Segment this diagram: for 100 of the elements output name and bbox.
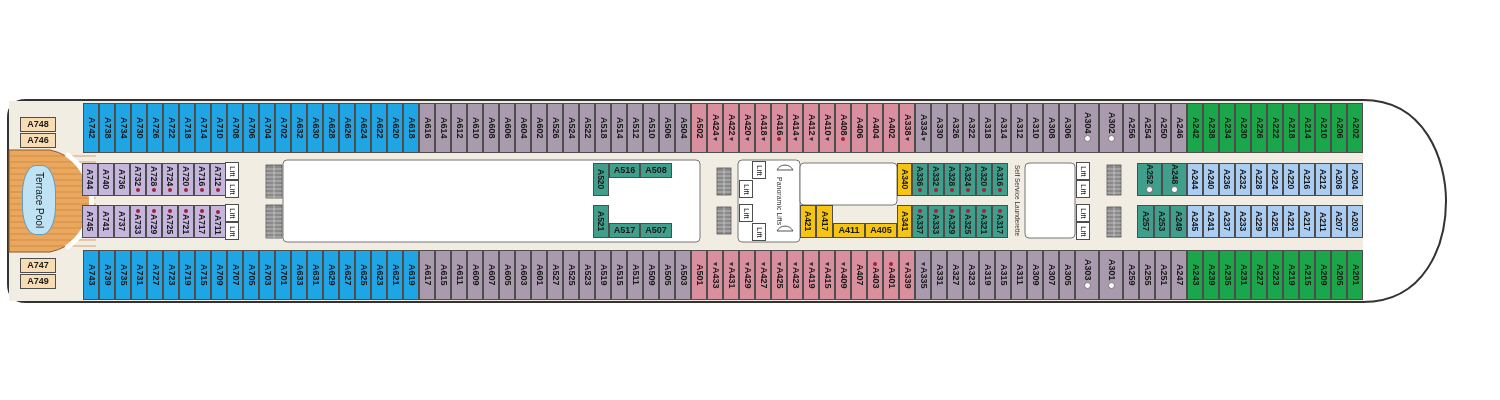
cabin-box xyxy=(819,103,835,153)
cabin-number: A502 xyxy=(694,117,704,139)
cabin-box xyxy=(403,103,419,153)
cabin-box xyxy=(1011,250,1027,300)
cabin-number: A310 xyxy=(1030,117,1040,139)
cabin-number: A236 xyxy=(1222,169,1232,190)
cabin-box xyxy=(98,205,114,238)
cabin-box xyxy=(1155,103,1171,153)
cabin-number: A217 xyxy=(1302,211,1312,232)
lift-label: Lift xyxy=(755,164,763,176)
cabin-box xyxy=(787,250,803,300)
cabin-box xyxy=(867,103,883,153)
cabin-number: A427 xyxy=(758,267,768,289)
cabin-number: A621 xyxy=(390,264,400,286)
cabin-number: A314 xyxy=(998,117,1008,139)
cabin-number: A501 xyxy=(694,264,704,286)
cabin-number: A730 xyxy=(134,117,144,139)
cabin-number: A721 xyxy=(181,214,191,235)
cabin-box xyxy=(1203,163,1219,196)
cabin-box xyxy=(833,223,865,238)
cabin-box xyxy=(819,250,835,300)
cabin-number: A323 xyxy=(966,264,976,286)
cabin-box xyxy=(1027,250,1043,300)
cabin-number: A417 xyxy=(820,211,829,232)
cabin-number: A221 xyxy=(1286,211,1296,232)
cabin-number: A701 xyxy=(278,264,288,286)
cabin-box xyxy=(451,103,467,153)
cabin-box xyxy=(675,250,691,300)
cabin-number: A629 xyxy=(326,264,336,286)
cabin-number: A729 xyxy=(149,214,159,235)
cabin-box xyxy=(867,250,883,300)
cabin-box xyxy=(83,250,99,300)
pool-label: Terrace Pool xyxy=(34,171,44,229)
cabin-number: A627 xyxy=(342,264,352,286)
cabin-box xyxy=(595,103,611,153)
cabin-number: A745 xyxy=(85,211,95,232)
cabin-number: A739 xyxy=(102,264,112,286)
cabin-box xyxy=(1235,163,1251,196)
cabin-box xyxy=(483,250,499,300)
cabin-number: A319 xyxy=(982,264,992,286)
cabin-box xyxy=(593,163,609,196)
cabin-box xyxy=(691,250,707,300)
cabin-number: A307 xyxy=(1046,264,1056,286)
cabin-number: A712 xyxy=(213,166,223,187)
cabin-box xyxy=(275,103,291,153)
cabin-number: A611 xyxy=(454,264,464,286)
cabin-box xyxy=(243,103,259,153)
cabin-box xyxy=(995,250,1011,300)
cabin-box xyxy=(739,250,755,300)
cabin-number: A320 xyxy=(979,166,989,187)
cabin-number: A305 xyxy=(1062,264,1072,286)
cabin-box xyxy=(643,250,659,300)
cabin-box xyxy=(20,274,56,289)
cabin-number: A749 xyxy=(27,277,49,286)
cabin-box xyxy=(627,250,643,300)
cabin-number: A423 xyxy=(790,267,800,289)
cabin-box xyxy=(755,103,771,153)
cabin-number: A209 xyxy=(1318,264,1328,286)
cabin-box xyxy=(755,250,771,300)
cabin-box xyxy=(1171,250,1187,300)
cabin-box xyxy=(835,250,851,300)
cabin-box xyxy=(1283,250,1299,300)
cabin-number: A403 xyxy=(870,267,880,289)
cabin-box xyxy=(912,163,928,196)
cabin-box xyxy=(531,103,547,153)
cabin-box xyxy=(611,103,627,153)
cabin-number: A202 xyxy=(1350,117,1360,139)
cabin-box xyxy=(387,250,403,300)
cabin-box xyxy=(947,103,963,153)
cabin-box xyxy=(371,250,387,300)
cabin-box xyxy=(1155,250,1171,300)
cabin-box xyxy=(611,250,627,300)
cabin-box xyxy=(640,223,672,238)
cabin-number: A316 xyxy=(995,166,1005,187)
cabin-box xyxy=(771,103,787,153)
cabin-number: A625 xyxy=(358,264,368,286)
cabin-number: A406 xyxy=(854,117,864,139)
cabin-number: A517 xyxy=(613,226,636,235)
cabin-box xyxy=(355,103,371,153)
cabin-number: A227 xyxy=(1254,264,1264,286)
cabin-number: A412 xyxy=(806,114,816,136)
cabin-number: A524 xyxy=(566,117,576,139)
cabin-box xyxy=(897,205,912,238)
cabin-number: A609 xyxy=(470,264,480,286)
cabin-number: A516 xyxy=(613,166,636,175)
cabin-box xyxy=(579,250,595,300)
cabin-number: A315 xyxy=(998,264,1008,286)
cabin-number: A728 xyxy=(149,166,159,187)
cabin-box xyxy=(1315,250,1331,300)
cabin-number: A731 xyxy=(134,264,144,286)
cabin-box xyxy=(1099,250,1123,300)
cabin-box xyxy=(20,133,56,148)
cabin-number: A518 xyxy=(598,117,608,139)
cabin-number: A608 xyxy=(486,117,496,139)
cabin-number: A219 xyxy=(1286,264,1296,286)
cabin-box xyxy=(130,205,146,238)
cabin-box xyxy=(307,103,323,153)
cabin-number: A719 xyxy=(182,264,192,286)
cabin-number: A732 xyxy=(133,166,143,187)
cabin-number: A707 xyxy=(230,264,240,286)
